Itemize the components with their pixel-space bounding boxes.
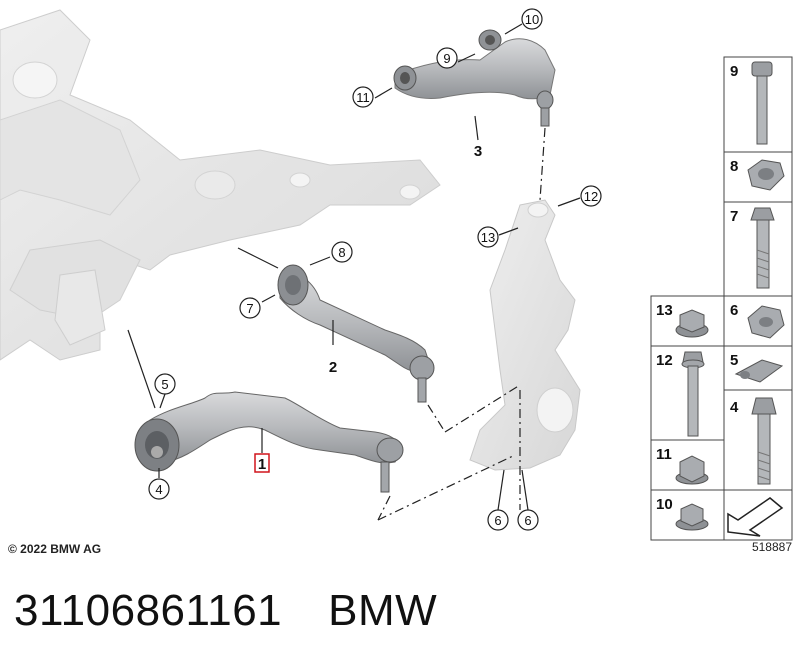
svg-text:13: 13 bbox=[481, 230, 495, 245]
legend-num-6: 6 bbox=[730, 302, 738, 319]
svg-text:2: 2 bbox=[329, 359, 337, 376]
callout-12: 12 bbox=[580, 185, 602, 207]
hardware-legend bbox=[650, 56, 793, 541]
callout-1-highlighted: 1 bbox=[254, 453, 270, 473]
flange-bolt-icon bbox=[681, 351, 705, 437]
hex-bolt-icon bbox=[751, 397, 777, 485]
callout-3: 3 bbox=[474, 143, 482, 160]
svg-text:12: 12 bbox=[584, 189, 598, 204]
clip-icon bbox=[734, 359, 784, 383]
legend-num-7: 7 bbox=[730, 208, 738, 225]
legend-num-8: 8 bbox=[730, 158, 738, 175]
legend-num-13: 13 bbox=[656, 302, 673, 319]
svg-text:6: 6 bbox=[494, 513, 501, 528]
legend-num-9: 9 bbox=[730, 63, 738, 80]
svg-text:3: 3 bbox=[474, 143, 482, 160]
callout-8: 8 bbox=[331, 241, 353, 263]
callout-13: 13 bbox=[477, 226, 499, 248]
svg-text:8: 8 bbox=[338, 245, 345, 260]
diagram-number: 518887 bbox=[752, 540, 792, 554]
arrow-legend-icon bbox=[727, 497, 784, 537]
collar-nut-icon bbox=[675, 455, 709, 485]
svg-text:7: 7 bbox=[246, 301, 253, 316]
assembly-dash-lines bbox=[377, 127, 546, 521]
callout-2: 2 bbox=[329, 359, 337, 376]
callout-4: 4 bbox=[148, 478, 170, 500]
legend-num-10: 10 bbox=[656, 496, 673, 513]
copyright-text: © 2022 BMW AG bbox=[8, 542, 101, 556]
svg-text:5: 5 bbox=[161, 377, 168, 392]
svg-text:10: 10 bbox=[525, 12, 539, 27]
callout-10: 10 bbox=[521, 8, 543, 30]
collar-nut-small-icon bbox=[675, 503, 709, 531]
callout-5: 5 bbox=[154, 373, 176, 395]
subframe bbox=[0, 9, 441, 361]
legend-num-5: 5 bbox=[730, 352, 738, 369]
svg-text:4: 4 bbox=[155, 482, 162, 497]
long-bolt-icon bbox=[751, 61, 773, 145]
control-arm-part-1 bbox=[134, 391, 404, 493]
callout-11: 11 bbox=[352, 86, 374, 108]
flange-nut-icon bbox=[675, 309, 709, 338]
tension-strut bbox=[277, 264, 435, 403]
parts-diagram: 3 2 1 5 4 7 8 11 9 10 12 13 bbox=[0, 8, 793, 556]
svg-text:9: 9 bbox=[443, 51, 450, 66]
legend-num-4: 4 bbox=[730, 399, 739, 416]
callout-7: 7 bbox=[239, 297, 261, 319]
svg-text:6: 6 bbox=[524, 513, 531, 528]
bolt-icon bbox=[750, 207, 775, 289]
legend-num-11: 11 bbox=[656, 446, 672, 463]
svg-text:1: 1 bbox=[258, 456, 266, 473]
callout-9: 9 bbox=[436, 47, 458, 69]
svg-text:11: 11 bbox=[356, 90, 370, 105]
part-number: 31106861161 bbox=[14, 586, 283, 635]
part-caption: 31106861161 BMW bbox=[14, 586, 437, 646]
hex-nut-icon bbox=[747, 305, 785, 339]
nut-icon bbox=[747, 159, 785, 191]
callout-6-left: 6 bbox=[487, 509, 509, 531]
brand-name: BMW bbox=[328, 586, 438, 635]
leader-lines bbox=[127, 23, 581, 511]
steering-knuckle bbox=[469, 199, 581, 471]
callout-6-right: 6 bbox=[517, 509, 539, 531]
legend-num-12: 12 bbox=[656, 352, 673, 369]
upper-control-arm bbox=[393, 29, 556, 127]
